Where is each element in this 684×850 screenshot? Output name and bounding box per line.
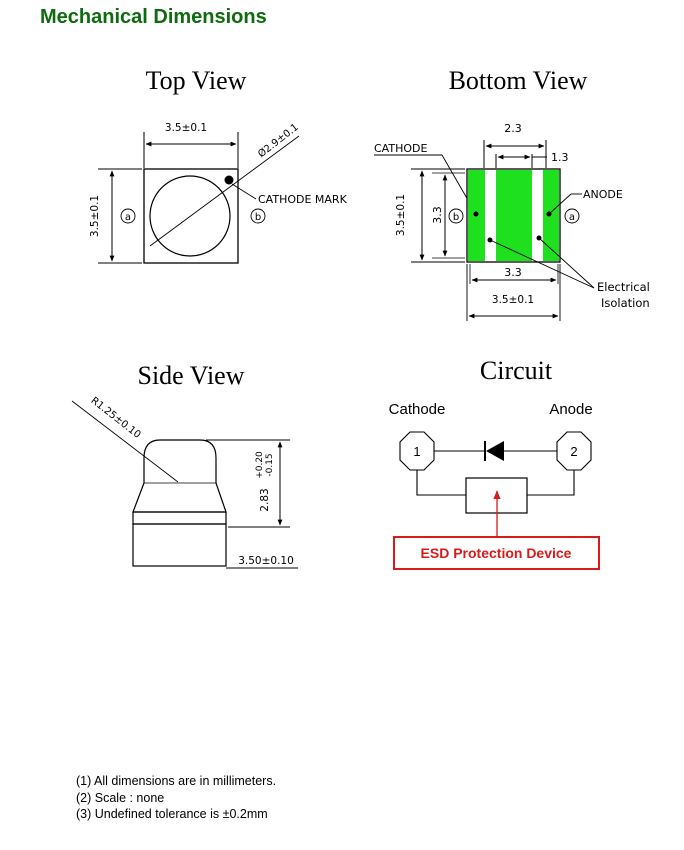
node-1-terminal <box>399 431 435 471</box>
top-lens-circle <box>149 175 231 257</box>
bottom-view: Bottom View 2.3 1.3 CATHODE ANODE Electr… <box>374 66 650 321</box>
note-3: (3) Undefined tolerance is ±0.2mm <box>76 807 268 821</box>
bottom-height-outer: 3.5±0.1 <box>395 194 407 236</box>
bottom-width-inner: 3.3 <box>504 266 522 279</box>
page-title: Mechanical Dimensions <box>40 6 267 28</box>
top-width-dim: 3.5±0.1 <box>165 122 207 134</box>
node-1-label: 1 <box>413 444 420 459</box>
top-package-outline <box>143 168 239 264</box>
bottom-dim-2.3: 2.3 <box>504 122 522 135</box>
top-pad-a-marker <box>120 208 136 224</box>
note-2: (2) Scale : none <box>76 790 165 805</box>
top-pad-b-marker <box>250 208 266 224</box>
bottom-pad-a-marker <box>564 208 580 224</box>
side-body-base <box>132 523 227 567</box>
side-view: Side View R1.25±0.10 2.83 +0.20 -0.15 3.… <box>71 361 298 569</box>
side-lens-dome <box>143 439 217 483</box>
bottom-pad-a-label: a <box>569 212 575 223</box>
bottom-pad-b-marker <box>448 208 464 224</box>
side-height-tol-plus: +0.20 <box>255 451 265 479</box>
top-diameter-dim: Ø2.9±0.1 <box>256 121 301 160</box>
circuit-cathode-label: Cathode <box>389 401 446 418</box>
center-thermal-pad <box>496 170 532 261</box>
top-height-dim: 3.5±0.1 <box>89 195 101 237</box>
circuit-title: Circuit <box>480 356 553 385</box>
top-pad-a-label: a <box>125 212 131 223</box>
circuit-anode-label: Anode <box>549 401 592 418</box>
notes: (1) All dimensions are in millimeters. (… <box>76 773 276 823</box>
bottom-anode-label: ANODE <box>583 188 623 201</box>
node-2-label: 2 <box>570 444 577 459</box>
side-height-dim: 2.83 <box>259 488 271 511</box>
side-view-title: Side View <box>137 361 244 390</box>
bottom-view-title: Bottom View <box>449 66 588 95</box>
isolation-label-2: Isolation <box>601 296 650 310</box>
esd-label: ESD Protection Device <box>421 545 572 561</box>
cathode-mark-dot <box>224 175 234 185</box>
bottom-width-outer: 3.5±0.1 <box>492 294 534 306</box>
top-view: Top View 3.5±0.1 Ø2.9±0.1 CATHODE MARK 3… <box>89 66 348 264</box>
note-1: (1) All dimensions are in millimeters. <box>76 774 277 788</box>
esd-label-box <box>393 536 600 570</box>
led-diode-symbol <box>486 441 504 461</box>
bottom-height-inner: 3.3 <box>431 206 444 224</box>
bottom-dim-1.3: 1.3 <box>551 151 569 164</box>
bottom-pad-b-label: b <box>453 212 459 223</box>
cathode-mark-label: CATHODE MARK <box>258 193 348 206</box>
side-height-tol-minus: -0.15 <box>265 453 275 476</box>
side-body-taper <box>132 482 227 513</box>
top-pad-b-label: b <box>255 212 261 223</box>
top-view-title: Top View <box>146 66 247 95</box>
bottom-cathode-label: CATHODE <box>374 142 427 155</box>
isolation-label-1: Electrical <box>597 280 650 294</box>
side-body-band <box>132 511 227 525</box>
node-2-terminal <box>556 431 592 471</box>
circuit: Circuit Cathode Anode 1 2 ESD Protection… <box>389 356 600 570</box>
side-width-dim: 3.50±0.10 <box>238 555 294 567</box>
